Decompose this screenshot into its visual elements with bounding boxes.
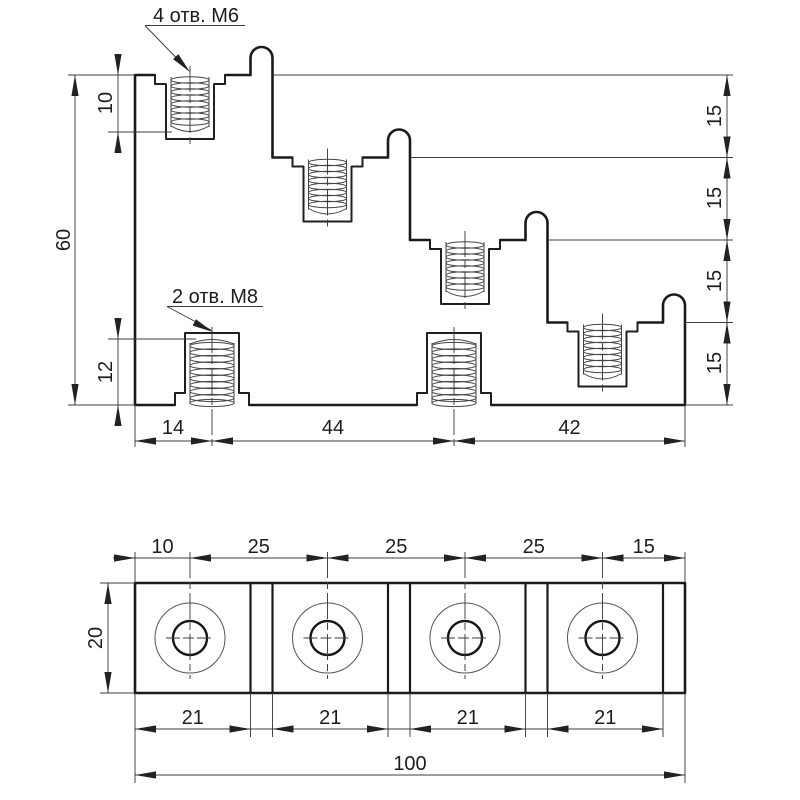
plan-view: 10 25 25 25 15 20 21 21 21 21 100	[85, 536, 687, 783]
m8-hole-1	[174, 326, 250, 448]
dim-15-3: 15	[704, 270, 726, 292]
dim-plan-15: 15	[633, 536, 655, 558]
plan-extension-lines	[100, 552, 686, 783]
dim-14: 14	[162, 417, 184, 439]
dim-plan-100: 100	[393, 753, 426, 775]
m6-hole-4	[566, 312, 639, 395]
dim-plan-10: 10	[151, 536, 173, 558]
dim-15-4: 15	[704, 352, 726, 374]
callout-m6: 4 отв. М6	[144, 5, 245, 75]
dim-plan-21-3: 21	[457, 707, 479, 729]
dim-15-2: 15	[704, 187, 726, 209]
m6-hole-1	[154, 65, 226, 147]
m6-hole-2	[291, 147, 364, 230]
dim-60: 60	[53, 229, 75, 251]
dim-plan-21-2: 21	[319, 707, 341, 729]
dim-44: 44	[322, 417, 344, 439]
plan-arrows	[104, 554, 685, 779]
dim-42: 42	[558, 417, 580, 439]
dim-plan-21-1: 21	[182, 707, 204, 729]
m8-hole-2	[416, 326, 492, 448]
dim-plan-21-4: 21	[594, 707, 616, 729]
front-view: 4 отв. М6 2 отв. М8 10 60 12 15 15 15 15…	[53, 5, 733, 448]
plan-dimension-lines	[107, 557, 685, 776]
part-profile	[133, 45, 687, 407]
front-extension-lines	[68, 74, 733, 447]
dim-10: 10	[95, 92, 117, 114]
m6-hole-3	[429, 230, 501, 312]
dim-plan-25-2: 25	[385, 536, 407, 558]
dim-plan-25-1: 25	[248, 536, 270, 558]
plan-holes	[154, 552, 638, 679]
label-m8-holes: 2 отв. М8	[172, 286, 258, 308]
label-m6-holes: 4 отв. М6	[153, 5, 239, 27]
callout-m8: 2 отв. М8	[166, 286, 263, 336]
dim-plan-20: 20	[85, 627, 107, 649]
dim-plan-25-3: 25	[523, 536, 545, 558]
dim-12: 12	[95, 361, 117, 383]
dim-15-1: 15	[704, 105, 726, 127]
plan-step-edges	[249, 583, 665, 693]
